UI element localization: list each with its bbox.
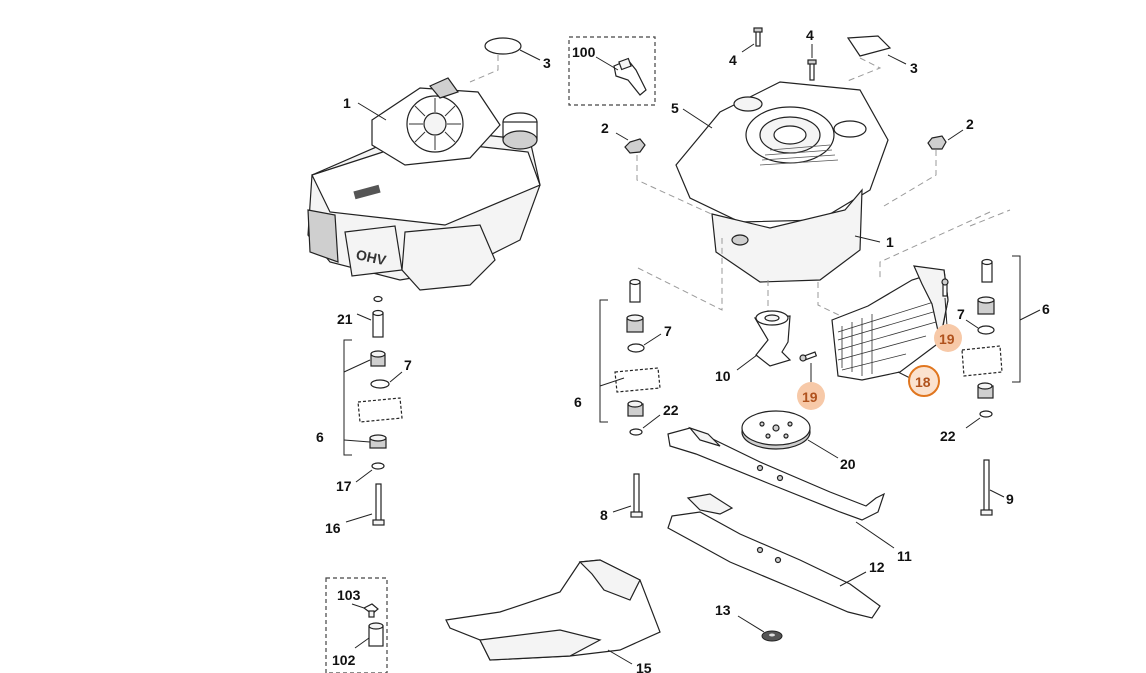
engine-cover[interactable] <box>675 81 889 283</box>
label-4-screw-b: 4 <box>806 27 814 43</box>
kit-box-102-103 <box>325 577 388 673</box>
kit-part-103[interactable] <box>362 603 379 618</box>
nut-left[interactable] <box>624 138 646 154</box>
label-4-screw-a: 4 <box>729 52 737 68</box>
label-8-bolt: 8 <box>600 507 608 523</box>
label-21-sleeve: 21 <box>337 311 353 327</box>
engine-badge-text: OHV <box>355 246 389 268</box>
screw-top-a[interactable] <box>753 27 763 47</box>
bolt-mid[interactable] <box>630 473 643 518</box>
adapter-right[interactable] <box>961 258 1003 399</box>
label-12-blade-lower: 12 <box>869 559 885 575</box>
label-20-disc: 20 <box>840 456 856 472</box>
label-9-bolt: 9 <box>1006 491 1014 507</box>
nut-right[interactable] <box>927 135 947 150</box>
label-5-engine-cover: 5 <box>671 100 679 116</box>
highlight-19-a <box>797 382 825 410</box>
label-13-nut: 13 <box>715 602 731 618</box>
nut-bottom[interactable] <box>761 630 783 642</box>
washer-small-left[interactable] <box>371 462 385 470</box>
kit-box-100 <box>568 36 656 106</box>
blade-hub[interactable] <box>753 310 792 367</box>
cap-right[interactable] <box>846 35 892 57</box>
blade-disc[interactable] <box>741 410 811 450</box>
label-11-blade-upper: 11 <box>897 548 912 564</box>
label-1-engine-right: 1 <box>886 234 894 250</box>
spark-plug-cap[interactable] <box>613 57 647 96</box>
label-7-washer-left: 7 <box>404 357 412 373</box>
grass-guard[interactable] <box>831 265 949 381</box>
label-17-washer: 17 <box>336 478 352 494</box>
washer-22-mid[interactable] <box>629 428 643 436</box>
highlight-19-b <box>934 324 962 352</box>
screw-guard-b[interactable] <box>941 278 949 297</box>
label-22-washer-mid: 22 <box>663 402 679 418</box>
label-6-adapter-right: 6 <box>1042 301 1050 317</box>
highlight-18 <box>908 365 940 397</box>
blade-upper[interactable] <box>667 426 886 521</box>
label-16-bolt: 16 <box>325 520 341 536</box>
screw-guard-a[interactable] <box>799 351 818 362</box>
washer-22-right[interactable] <box>979 410 993 418</box>
label-19-screw-b: 19 <box>939 331 955 347</box>
label-18-guard: 18 <box>915 374 931 390</box>
bolt-right[interactable] <box>980 459 993 516</box>
label-103: 103 <box>337 587 361 603</box>
label-3-cap-right: 3 <box>910 60 918 76</box>
label-3-cap-left: 3 <box>543 55 551 71</box>
label-22-washer-right: 22 <box>940 428 956 444</box>
adapter-mid[interactable] <box>614 278 661 417</box>
engine-left[interactable]: OHV <box>307 77 541 291</box>
label-19-screw-a: 19 <box>802 389 818 405</box>
label-7-washer-right: 7 <box>957 306 965 322</box>
label-2-nut-left: 2 <box>601 120 609 136</box>
label-15-deflector: 15 <box>636 660 652 673</box>
deflector[interactable] <box>445 559 661 661</box>
label-6-adapter-left: 6 <box>316 429 324 445</box>
cap-left[interactable] <box>484 37 522 55</box>
blade-lower[interactable] <box>667 493 881 619</box>
bolt-left[interactable] <box>372 483 385 526</box>
label-6-adapter-mid: 6 <box>574 394 582 410</box>
label-1-engine-left: 1 <box>343 95 351 111</box>
adapter-left[interactable] <box>357 350 403 449</box>
label-100-spark-cap: 100 <box>572 44 596 60</box>
label-102: 102 <box>332 652 356 668</box>
screw-top-b[interactable] <box>807 59 817 81</box>
sleeve-left[interactable] <box>372 295 384 338</box>
label-10-hub: 10 <box>715 368 731 384</box>
kit-part-102[interactable] <box>368 622 384 647</box>
label-2-nut-right: 2 <box>966 116 974 132</box>
label-7-washer-mid: 7 <box>664 323 672 339</box>
